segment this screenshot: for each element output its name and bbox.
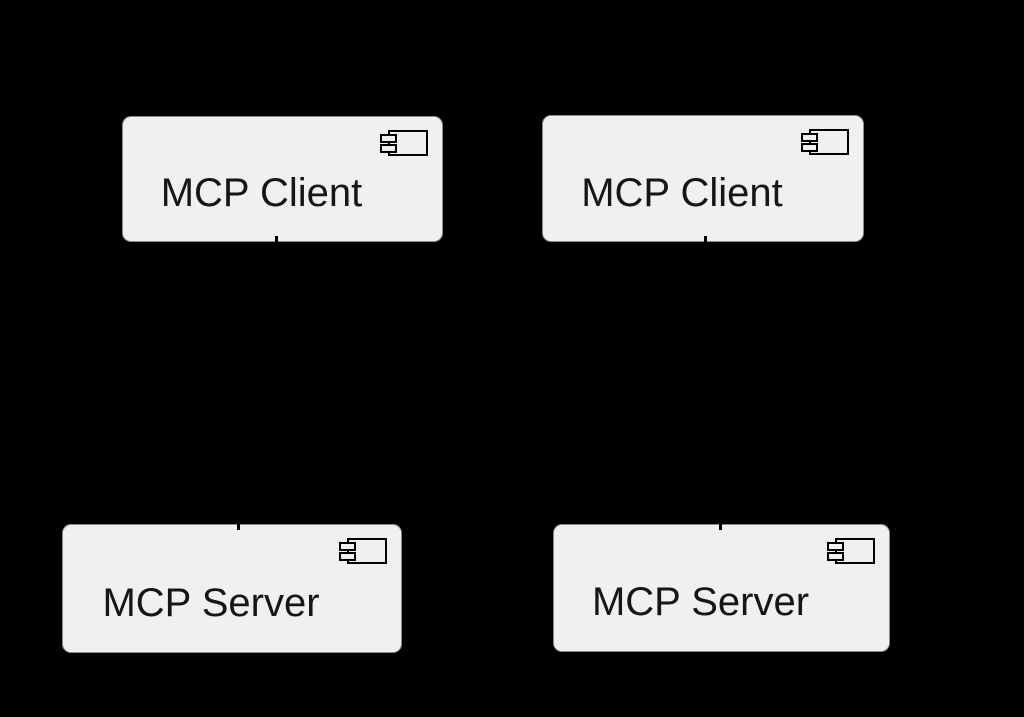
uml-component-icon (801, 129, 849, 155)
node-label: MCP Server (591, 580, 810, 624)
edge-stub (275, 236, 278, 243)
node-mcp-server-left: MCP Server (62, 523, 402, 653)
uml-component-icon (380, 130, 428, 156)
uml-component-icon (827, 538, 875, 564)
edge-stub (704, 236, 707, 243)
node-mcp-client-left: MCP Client (122, 116, 443, 243)
node-mcp-client-right: MCP Client (542, 115, 864, 243)
node-label: MCP Client (160, 171, 363, 215)
node-label: MCP Client (581, 170, 783, 215)
node-label: MCP Server (102, 580, 320, 625)
edge-stub (237, 523, 240, 530)
node-mcp-server-right: MCP Server (553, 523, 890, 652)
uml-component-icon (339, 538, 387, 564)
edge-stub (719, 523, 722, 530)
